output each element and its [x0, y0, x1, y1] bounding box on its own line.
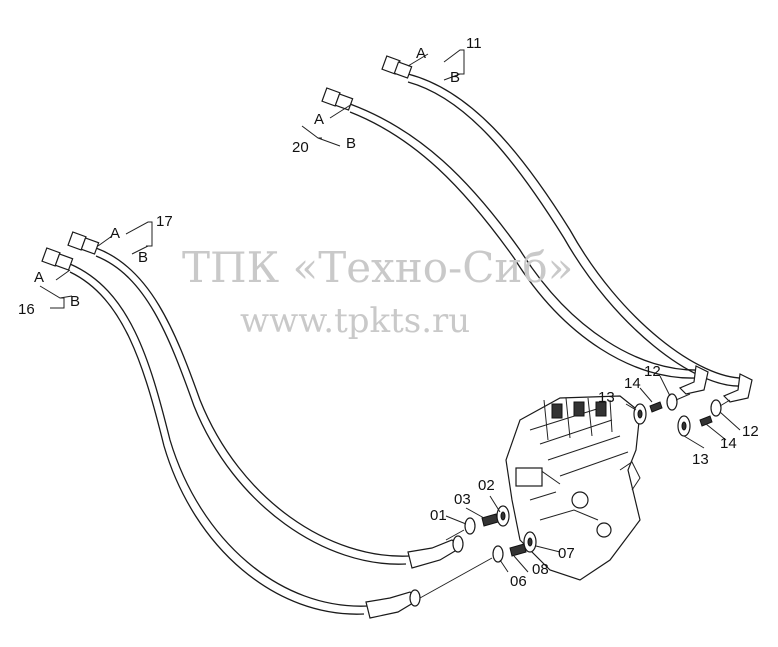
bolt-08: [509, 543, 527, 557]
bolt-03: [481, 513, 499, 527]
label-13a: 13: [598, 389, 615, 406]
valve-port-block: [515, 467, 543, 487]
label-06: 06: [510, 573, 527, 590]
valve-spool-3: [595, 401, 607, 417]
hose-20-elbow: [678, 365, 709, 395]
label-a-17: A: [110, 225, 120, 242]
o-ring-12a: [666, 393, 678, 411]
o-ring-06: [492, 545, 504, 563]
label-a-20: A: [314, 111, 324, 128]
control-valve: [505, 395, 641, 581]
watermark: ТПК «Техно-Сиб» www.tpkts.ru: [182, 243, 573, 341]
label-b-11: B: [450, 69, 460, 86]
valve-port: [571, 491, 589, 509]
hose-16-end: [409, 589, 421, 607]
label-08: 08: [532, 561, 549, 578]
label-11: 11: [466, 35, 482, 52]
label-02: 02: [478, 477, 495, 494]
hose-16: [41, 247, 421, 619]
fittings-lower: [419, 505, 537, 599]
label-a-11: A: [416, 45, 426, 62]
hose-17-end: [452, 535, 464, 553]
label-12b: 12: [742, 423, 759, 440]
hose-17-ferrule: [80, 237, 100, 255]
label-b-20: B: [346, 135, 356, 152]
watermark-company: ТПК «Техно-Сиб»: [182, 243, 573, 292]
hose-17-elbow: [407, 539, 461, 569]
fittings-upper: [633, 393, 731, 437]
label-14a: 14: [624, 375, 641, 392]
hose-20: [321, 87, 709, 395]
labels: A B 11 A B 20 A B 17 A B 16 01 03 02 06 …: [18, 35, 759, 590]
label-12a: 12: [644, 363, 661, 380]
hose-17: [67, 231, 464, 569]
label-20: 20: [292, 139, 309, 156]
bolt-14a: [649, 401, 663, 413]
valve-spool-2: [573, 401, 585, 417]
valve-spool-1: [551, 403, 563, 419]
o-ring-01: [464, 517, 476, 535]
label-13b: 13: [692, 451, 709, 468]
hose-16-ferrule: [54, 253, 74, 271]
label-01: 01: [430, 507, 447, 524]
leader-lines: [39, 49, 741, 573]
label-14b: 14: [720, 435, 737, 452]
hose-11: [381, 55, 753, 403]
label-17: 17: [156, 213, 173, 230]
valve-port-2: [596, 522, 612, 538]
hose-20-ferrule: [334, 93, 354, 111]
hose-11-elbow: [722, 373, 753, 403]
hose-11-ferrule: [393, 61, 413, 79]
label-a-16: A: [34, 269, 44, 286]
label-b-17: B: [138, 249, 148, 266]
watermark-url: www.tpkts.ru: [240, 301, 470, 341]
label-b-16: B: [70, 293, 80, 310]
o-ring-12b: [710, 399, 722, 417]
label-16: 16: [18, 301, 35, 318]
label-07: 07: [558, 545, 575, 562]
label-03: 03: [454, 491, 471, 508]
bolt-14b: [699, 415, 713, 427]
